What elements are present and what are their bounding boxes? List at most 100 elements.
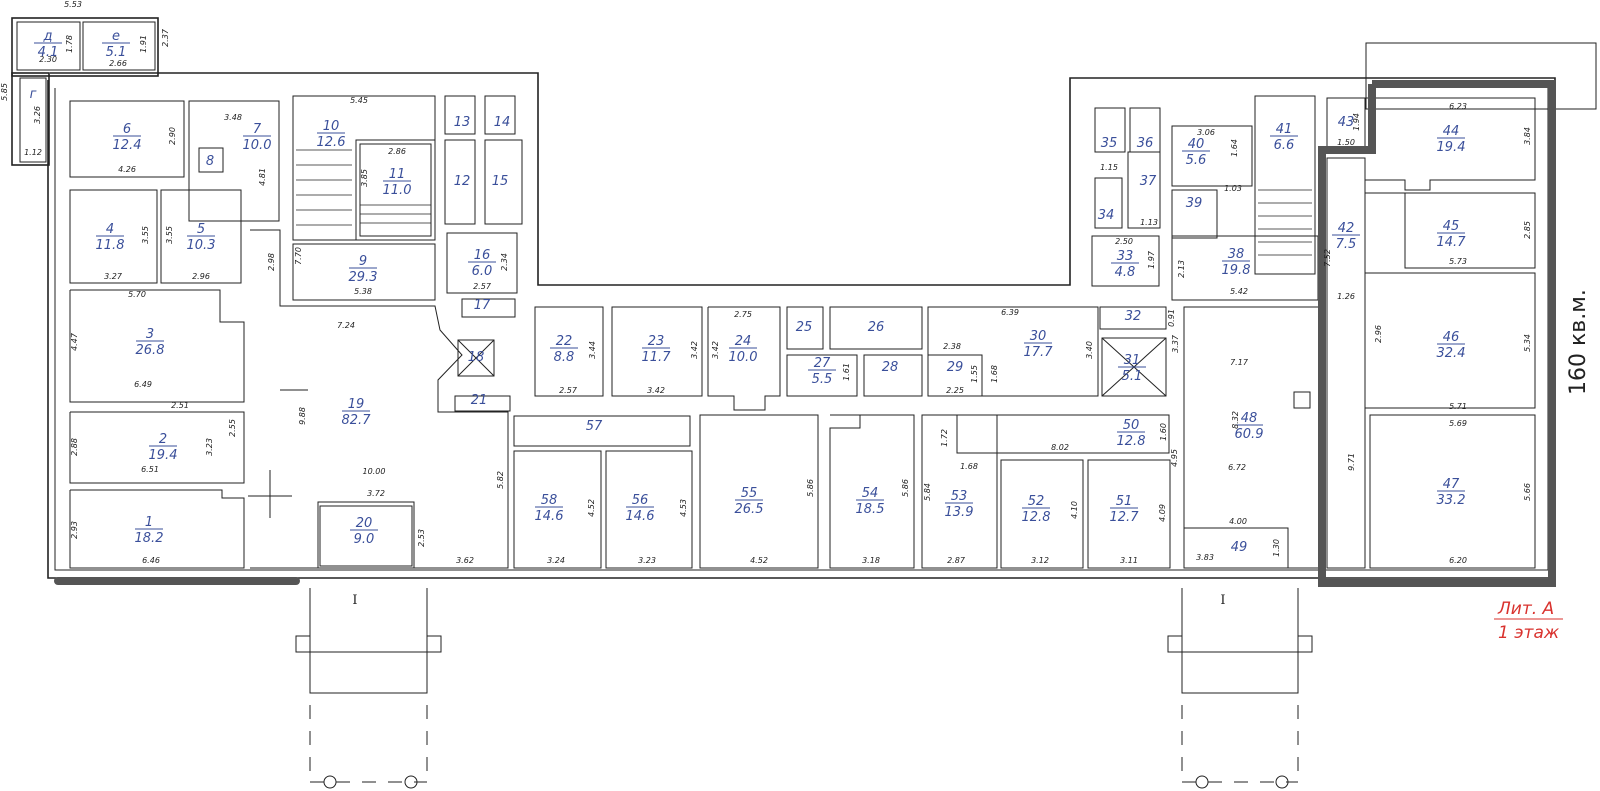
dimension-label: 1.64 [1230, 139, 1239, 157]
dimension-label: 2.37 [161, 28, 170, 47]
room-number: 56 [632, 493, 649, 508]
room-22: 219.4 [149, 432, 178, 463]
room-area: 4.1 [38, 45, 59, 60]
dimension-label: 3.84 [1523, 127, 1532, 145]
dimension-label: 2.25 [946, 386, 964, 395]
room-number: 40 [1188, 137, 1205, 152]
room-48: 416.6 [1270, 122, 1298, 153]
dimension-label: 1.55 [970, 365, 979, 383]
stamp: Лит. А 1 этаж [1494, 599, 1563, 643]
room-area: 26.5 [735, 502, 764, 517]
room-16: 166.0 [468, 248, 496, 279]
dimension-label: 6.72 [1228, 463, 1246, 472]
dimension-label: 4.10 [1070, 501, 1079, 519]
room-12: 15 [492, 174, 509, 189]
room-number: 6 [123, 122, 131, 137]
dimension-label: 3.06 [1197, 128, 1215, 137]
room-number: 18 [468, 350, 485, 365]
dimension-label: 6.39 [1001, 308, 1019, 317]
dimension-label: 4.47 [70, 332, 79, 351]
room-number: 30 [1030, 329, 1047, 344]
room-1: д4.1 [34, 29, 62, 60]
room-number: 36 [1137, 136, 1154, 151]
room-area: 82.7 [342, 413, 372, 428]
room-number: 46 [1443, 330, 1460, 345]
room-area: 19.4 [1437, 140, 1466, 155]
dimension-label: 3.18 [862, 556, 880, 565]
room-number: 12 [454, 174, 471, 189]
room-area: 12.6 [317, 135, 346, 150]
dimension-label: 7.17 [1230, 358, 1249, 367]
dimension-label: 2.75 [734, 310, 752, 319]
room-number: 9 [359, 254, 367, 269]
room-area: 7.5 [1336, 237, 1357, 252]
dimension-label: 3.27 [104, 272, 123, 281]
dimension-label: 2.53 [417, 529, 426, 547]
room-area: 6.0 [472, 264, 493, 279]
room-32: 29 [947, 360, 964, 375]
dimension-label: 2.90 [168, 127, 177, 145]
dimension-label: 1.97 [1147, 250, 1156, 269]
room-area: 4.8 [1115, 265, 1136, 280]
dimension-label: 7.70 [294, 247, 303, 265]
room-number: 43 [1338, 115, 1355, 130]
dimension-label: 5.53 [64, 0, 82, 9]
dimension-label: 1.13 [1140, 218, 1158, 227]
room-number: д [43, 29, 53, 44]
dimension-label: 3.40 [1085, 341, 1094, 359]
room-18: 326.8 [136, 327, 165, 358]
dimension-label: 3.26 [33, 106, 42, 124]
room-56: 43 [1338, 115, 1355, 130]
dimension-label: 2.93 [70, 521, 79, 539]
room-3: г [30, 87, 37, 102]
room-9: 13 [454, 115, 471, 130]
dimension-label: 1.26 [1337, 292, 1355, 301]
dimension-label: 3.42 [647, 386, 665, 395]
room-number: 37 [1140, 174, 1157, 189]
room-area: 5.1 [1122, 369, 1143, 384]
room-number: 8 [206, 154, 214, 169]
dimension-label: 5.45 [350, 96, 368, 105]
room-55: 49 [1231, 540, 1248, 555]
dimension-label: 3.37 [1171, 334, 1180, 353]
dimension-label: 2.88 [70, 438, 79, 456]
room-area: 14.6 [535, 509, 564, 524]
room-number: 27 [814, 356, 831, 371]
dimension-label: 9.71 [1347, 453, 1356, 471]
dimension-label: 4.81 [258, 168, 267, 186]
dimension-label: 5.70 [128, 290, 146, 299]
room-43: 35 [1101, 136, 1118, 151]
dimension-label: 5.85 [0, 83, 9, 101]
room-area: 17.7 [1024, 345, 1054, 360]
dimension-label: 2.13 [1177, 260, 1186, 278]
room-area: 9.0 [354, 532, 375, 547]
dimension-label: 4.52 [587, 499, 596, 517]
room-25: 228.8 [550, 334, 578, 365]
room-number: 4 [106, 222, 114, 237]
room-17: 17 [474, 298, 491, 313]
dimension-label: 3.11 [1120, 556, 1138, 565]
room-number: г [30, 87, 37, 102]
dimension-label: 4.53 [679, 499, 688, 517]
dimension-label: 2.66 [109, 59, 127, 68]
dimension-label: 2.85 [1523, 221, 1532, 239]
dimension-label: 1.15 [1100, 163, 1118, 172]
dimension-label: 3.83 [1196, 553, 1214, 562]
room-area: 11.8 [96, 238, 125, 253]
dimension-label: 4.52 [750, 556, 768, 565]
room-number: 38 [1228, 247, 1245, 262]
room-5: 710.0 [243, 122, 272, 153]
dimension-label: 2.55 [228, 419, 237, 437]
dimension-label: 2.57 [559, 386, 578, 395]
dimension-label: 1.12 [24, 148, 42, 157]
room-area: 12.7 [1110, 510, 1140, 525]
room-number: 14 [494, 115, 511, 130]
room-area: 11.0 [383, 183, 412, 198]
room-area: 32.4 [1437, 346, 1466, 361]
